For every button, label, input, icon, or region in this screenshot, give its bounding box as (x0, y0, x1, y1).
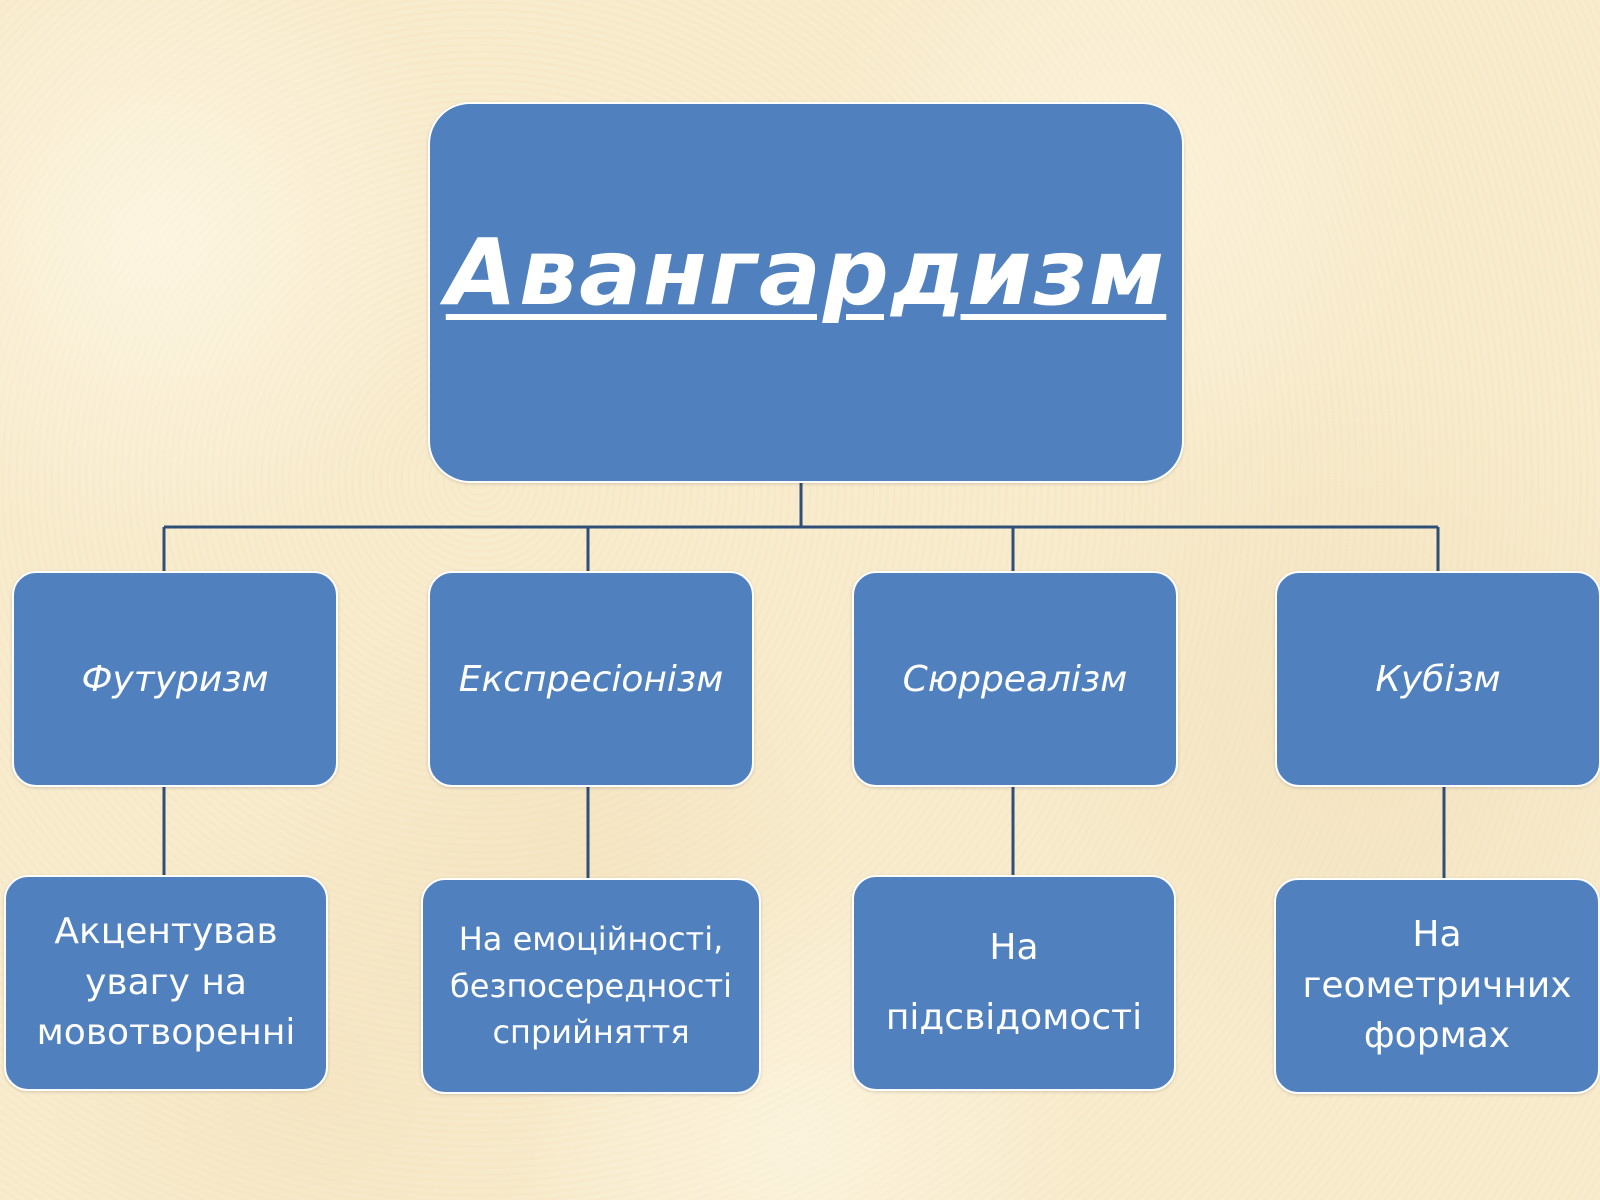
description-node-cubism: На геометричних формах (1274, 878, 1600, 1094)
description-node-futurism: Акцентував увагу на мовотворенні (4, 875, 328, 1091)
movement-label: Кубізм (1375, 658, 1501, 700)
description-text: На емоційності, безпосередності сприйнят… (450, 920, 732, 1052)
description-text: На геометричних формах (1302, 914, 1572, 1057)
description-node-surrealism: На підсвідомості (852, 875, 1176, 1091)
description-text: На підсвідомості (885, 926, 1143, 1038)
movement-node-surrealism: Сюрреалізм (852, 571, 1178, 787)
description-node-expressionism: На емоційності, безпосередності сприйнят… (421, 878, 761, 1094)
movement-node-futurism: Футуризм (12, 571, 338, 787)
root-node: Авангардизм (428, 102, 1184, 483)
movement-label: Футуризм (81, 658, 269, 700)
movement-node-expressionism: Експресіонізм (428, 571, 754, 787)
movement-node-cubism: Кубізм (1275, 571, 1600, 787)
movement-label: Експресіонізм (458, 658, 724, 700)
root-title: Авангардизм (445, 219, 1167, 326)
movement-label: Сюрреалізм (902, 658, 1128, 700)
description-text: Акцентував увагу на мовотворенні (36, 911, 296, 1054)
